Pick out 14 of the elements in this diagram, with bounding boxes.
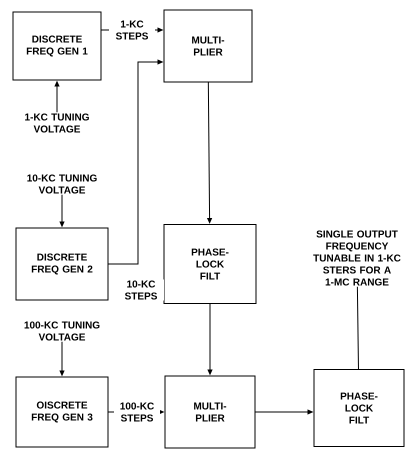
signal-label: 100-KC TUNING VOLTAGE (24, 321, 100, 341)
signal-label: 10-KC TUNING VOLTAGE (27, 174, 97, 194)
process-box: OISCRETE FREQ GEN 3 (16, 376, 108, 448)
process-box: MULTI- PLIER (164, 376, 256, 448)
signal-label: SINGLE OUTPUT FREQUENCY TUNABLE IN 1-KC STERS FOR A 1-MC RANGE (313, 230, 401, 286)
process-box: PHASE- LOCK FILT (314, 369, 404, 447)
edge-label: 10-KC STEPS (118, 279, 164, 301)
process-box: MULTI- PLIER (164, 10, 252, 82)
process-box: DISCRETE FREQ GEN 1 (12, 12, 102, 80)
edge-label: 100-KC STEPS (114, 401, 160, 423)
process-box: DISCRETE FREQ GEN 2 (16, 228, 108, 300)
signal-label: 1-KC TUNING VOLTAGE (25, 113, 89, 133)
process-box: PHASE- LOCK FILT (164, 224, 256, 304)
edge-label: 1-KC STEPS (109, 19, 155, 41)
